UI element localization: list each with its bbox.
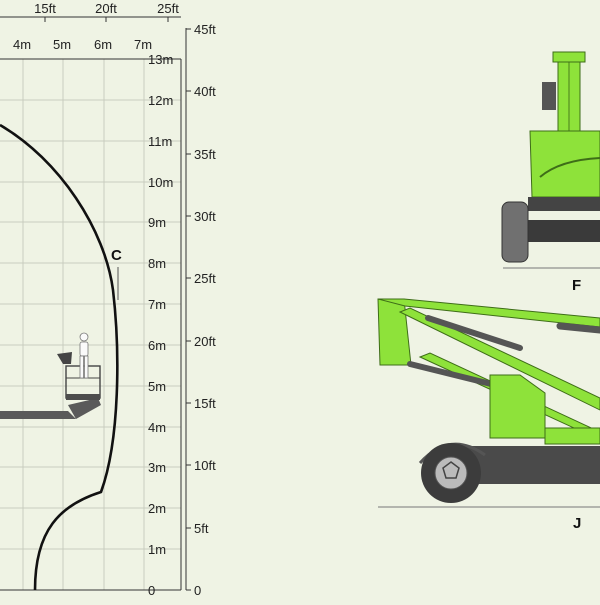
feet-right-label: 15ft <box>194 396 216 411</box>
undercarriage <box>528 197 600 211</box>
meter-right-label: 10m <box>148 175 173 190</box>
meter-right-label: 0 <box>148 583 155 598</box>
meter-right-label: 12m <box>148 93 173 108</box>
meter-right-axis: 13m 12m 11m 10m 9m 8m 7m 6m 5m 4m 3m 2m … <box>148 52 173 598</box>
meter-right-label: 3m <box>148 460 166 475</box>
wheel-icon <box>501 201 529 263</box>
hydraulic-cylinder-lower <box>407 361 498 388</box>
meter-right-label: 2m <box>148 501 166 516</box>
brand-decal <box>539 157 600 178</box>
grid-lines <box>0 58 181 590</box>
stowed-length-dimension-label: J <box>573 515 581 532</box>
feet-right-label: 35ft <box>194 147 216 162</box>
upper-boom <box>398 307 600 411</box>
meter-right-label: 1m <box>148 542 166 557</box>
feet-right-label: 25ft <box>194 271 216 286</box>
side-stowed-view-drawing: J <box>377 298 600 532</box>
rear-view-dimension-label: F <box>572 277 581 294</box>
feet-top-label: 15ft <box>34 1 56 16</box>
jib-arm <box>377 298 600 328</box>
meter-right-label: 8m <box>148 256 166 271</box>
meter-right-label: 6m <box>148 338 166 353</box>
meter-right-label: 9m <box>148 215 166 230</box>
rear-view-drawing: F <box>501 51 600 294</box>
meter-right-label: 4m <box>148 420 166 435</box>
meter-top-label: 6m <box>94 37 112 52</box>
feet-right-axis: 45ft 40ft 35ft 30ft 25ft 20ft 15ft 10ft … <box>185 22 216 598</box>
meter-right-label: 7m <box>148 297 166 312</box>
feet-right-label: 10ft <box>194 458 216 473</box>
feet-right-label: 40ft <box>194 84 216 99</box>
meter-top-axis: 4m 5m 6m 7m <box>13 37 152 52</box>
axle-bar <box>528 220 600 242</box>
chart-frame <box>0 58 182 591</box>
meter-top-label: 7m <box>134 37 152 52</box>
hydraulic-cylinder-upper <box>425 315 523 351</box>
meter-right-label: 13m <box>148 52 173 67</box>
mast-head <box>552 51 586 63</box>
feet-right-label: 20ft <box>194 334 216 349</box>
meter-right-label: 5m <box>148 379 166 394</box>
operator-figure-icon <box>79 332 89 379</box>
chassis-base <box>544 427 600 445</box>
wheel-icon <box>421 443 481 503</box>
feet-right-label: 30ft <box>194 209 216 224</box>
meter-top-label: 5m <box>53 37 71 52</box>
meter-top-label: 4m <box>13 37 31 52</box>
control-box <box>542 82 556 110</box>
feet-top-label: 25ft <box>157 1 179 16</box>
boom-arm <box>0 411 76 419</box>
meter-right-label: 11m <box>148 134 172 149</box>
outreach-point-label: C <box>111 247 122 264</box>
feet-top-label: 20ft <box>95 1 117 16</box>
working-envelope-chart: 15ft 20ft 25ft 4m 5m 6m 7m 13m 12m 11m 1… <box>0 1 216 598</box>
outreach-platform <box>0 332 101 419</box>
working-envelope-curve <box>0 123 119 591</box>
feet-top-axis: 15ft 20ft 25ft <box>0 1 181 22</box>
feet-right-label: 0 <box>194 583 201 598</box>
feet-right-label: 5ft <box>194 521 209 536</box>
boom-front-bracket <box>377 298 412 366</box>
feet-right-label: 45ft <box>194 22 216 37</box>
turret-body <box>489 374 546 439</box>
basket-support <box>68 398 101 419</box>
hydraulic-cylinder-main <box>556 322 600 334</box>
